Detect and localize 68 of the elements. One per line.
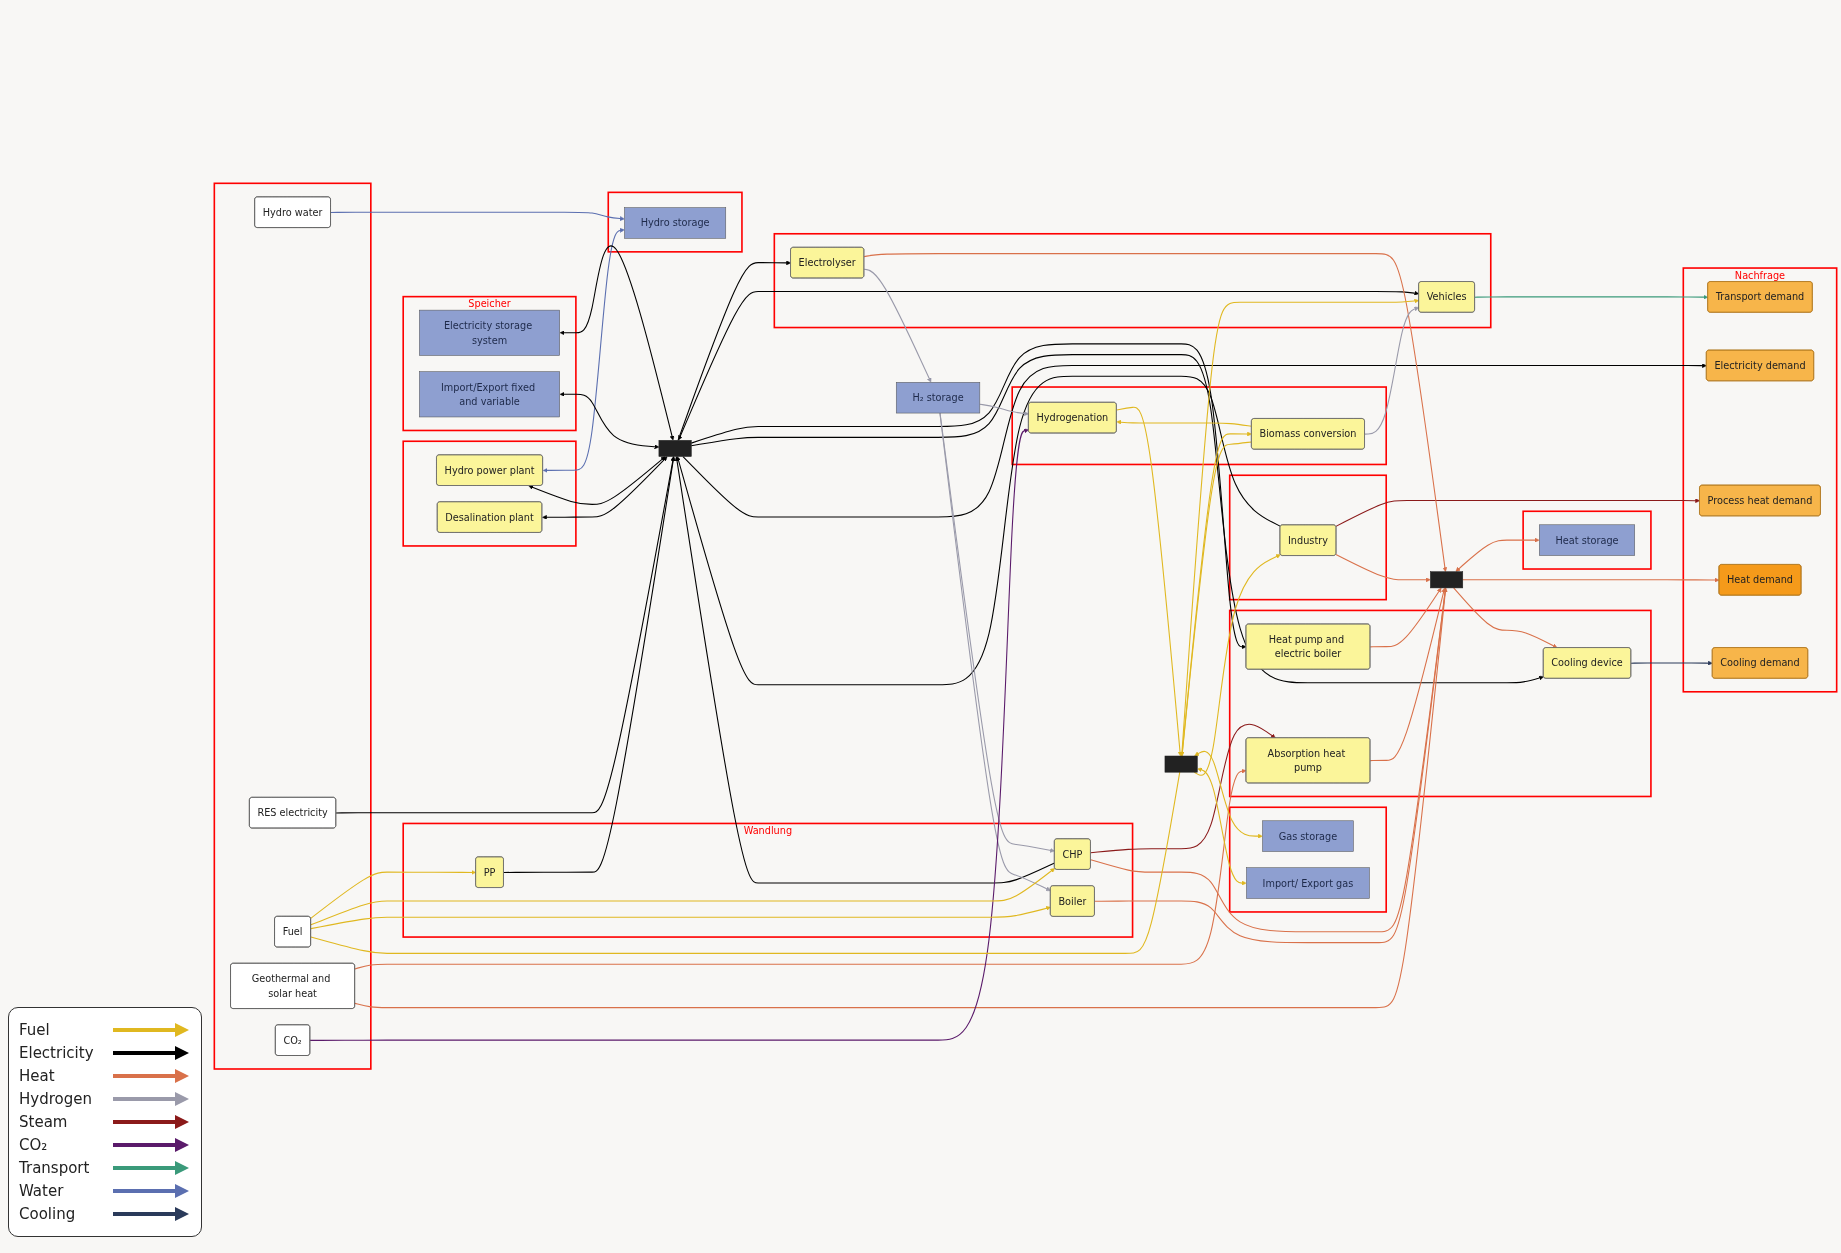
arrow: [1181, 299, 1420, 757]
cluster: [773, 233, 1492, 329]
node-box: Electricity storage system: [419, 310, 560, 357]
arrow: [863, 269, 932, 383]
arrow: [690, 343, 1247, 650]
legend-label: Steam: [19, 1113, 68, 1131]
arrow: [1197, 767, 1247, 886]
arrow: [310, 870, 477, 920]
node-box: Import/Export fixed and variable: [419, 371, 560, 418]
node-box: Gas storage: [1262, 820, 1354, 853]
cluster: [1228, 609, 1652, 798]
legend-label: Heat: [19, 1067, 55, 1085]
arrow: [559, 392, 660, 450]
node-bar: [1164, 756, 1198, 773]
arrow: [1369, 588, 1442, 648]
cluster: [1522, 510, 1652, 571]
arrow: [1116, 407, 1183, 757]
arrow: [1335, 554, 1431, 583]
cluster: [1228, 806, 1387, 914]
node-box: Hydro storage: [624, 207, 727, 239]
arrow: [1462, 578, 1720, 583]
legend-label: Cooling: [19, 1205, 76, 1223]
arrow: [1630, 661, 1713, 666]
arrow: [863, 253, 1448, 573]
arrow: [1455, 538, 1540, 573]
arrow: [1116, 420, 1253, 428]
arrow: [682, 363, 1707, 518]
arrow: [1335, 498, 1700, 528]
arrow: [979, 404, 1029, 417]
arrow: [1369, 588, 1446, 762]
legend-label: Electricity: [19, 1044, 94, 1062]
arrow: [330, 212, 625, 222]
arrow: [310, 906, 1051, 930]
node-box: Heat storage: [1539, 524, 1635, 557]
arrow: [354, 769, 1247, 970]
arrow: [678, 291, 1420, 441]
arrow: [528, 456, 666, 506]
legend-label: CO₂: [19, 1136, 48, 1154]
arrow: [559, 245, 675, 441]
arrow: [542, 228, 625, 474]
node-bar: [658, 440, 692, 458]
arrow: [1193, 554, 1281, 777]
cluster: [213, 182, 372, 1071]
legend-label: Hydrogen: [19, 1090, 92, 1108]
arrow: [1090, 724, 1276, 854]
cluster: [1011, 386, 1387, 466]
node-bar: [1430, 571, 1464, 589]
arrow: [690, 354, 1544, 684]
arrow: [1474, 295, 1709, 300]
node-box: Import/ Export gas: [1246, 867, 1370, 900]
arrow: [309, 428, 1029, 1042]
arrow: [1364, 306, 1420, 435]
arrow: [1453, 587, 1558, 649]
cluster: [607, 191, 743, 253]
legend-label: Water: [19, 1182, 64, 1200]
legend-label: Transport: [19, 1159, 90, 1177]
connector: [310, 772, 1181, 955]
arrow: [674, 456, 1056, 884]
arrow: [542, 456, 668, 521]
legend-label: Fuel: [19, 1021, 50, 1039]
cluster: [1228, 474, 1387, 601]
cluster: [402, 440, 577, 548]
node-box: H₂ storage: [896, 382, 981, 414]
arrow: [503, 456, 676, 874]
arrow: [354, 588, 1448, 1009]
arrow: [310, 868, 1056, 926]
arrow: [676, 376, 1282, 686]
arrow: [1194, 751, 1263, 839]
